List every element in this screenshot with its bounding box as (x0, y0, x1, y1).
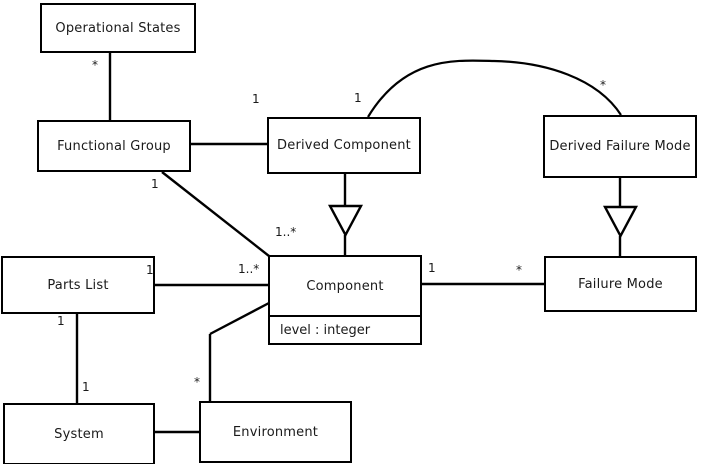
multiplicity-label-dc-arc: 1 (354, 91, 362, 105)
class-box-derived-failure-mode[interactable]: Derived Failure Mode (543, 115, 697, 178)
class-box-derived-component[interactable]: Derived Component (267, 117, 421, 174)
class-name-environment: Environment (232, 424, 319, 440)
class-box-component[interactable]: Component level : integer (268, 255, 422, 345)
multiplicity-label-ops-to-fg: * (92, 58, 98, 72)
class-name-derived-failure-mode: Derived Failure Mode (549, 139, 691, 154)
generalization-triangle-derived-component (327, 204, 364, 238)
multiplicity-label-comp-from-fg: 1..* (275, 225, 297, 239)
multiplicity-label-comp-to-fm-right: * (516, 263, 522, 277)
multiplicity-label-dfm-arc: * (600, 78, 606, 92)
multiplicity-label-pl-to-sys-bottom: 1 (82, 380, 90, 394)
multiplicity-label-env-to-comp: * (194, 375, 200, 389)
class-box-environment[interactable]: Environment (199, 401, 352, 463)
class-name-failure-mode: Failure Mode (578, 276, 663, 292)
class-name-derived-component: Derived Component (277, 138, 411, 153)
class-box-parts-list[interactable]: Parts List (1, 256, 155, 314)
multiplicity-label-pl-to-sys-top: 1 (57, 314, 65, 328)
multiplicity-label-fg-to-dc: 1 (252, 92, 260, 106)
class-box-functional-group[interactable]: Functional Group (37, 120, 191, 172)
multiplicity-label-fg-to-comp: 1 (151, 177, 159, 191)
generalization-triangle-derived-failure-mode (602, 205, 639, 239)
multiplicity-label-pl-to-comp-left: 1 (146, 263, 154, 277)
class-box-operational-states[interactable]: Operational States (40, 3, 196, 53)
multiplicity-label-pl-to-comp-right: 1..* (238, 262, 260, 276)
class-name-system: System (54, 426, 104, 442)
class-name-operational-states: Operational States (55, 20, 181, 36)
class-name-component: Component (306, 278, 384, 294)
class-name-parts-list: Parts List (47, 277, 109, 293)
class-attribute-component-level: level : integer (270, 315, 420, 343)
edge-derived-component-derived-failure-mode (367, 59, 622, 118)
class-name-functional-group: Functional Group (57, 138, 171, 154)
class-box-system[interactable]: System (3, 403, 155, 464)
class-box-failure-mode[interactable]: Failure Mode (544, 256, 697, 312)
edge-environment-component-diagonal (209, 301, 270, 336)
edge-functional-group-component (161, 171, 270, 257)
multiplicity-label-comp-to-fm-left: 1 (428, 261, 436, 275)
